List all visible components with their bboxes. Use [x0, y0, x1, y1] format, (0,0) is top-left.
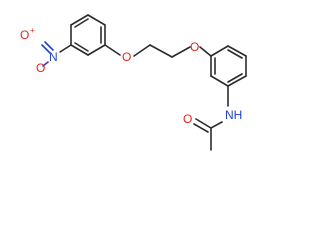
nitro-negative-charge: - — [46, 58, 49, 67]
right-benzene-ring — [210, 45, 247, 87]
ether-oxygen-left-label: O — [122, 50, 131, 64]
ether-oxygen-right-label: O — [190, 40, 199, 54]
nitro-oxygen-left-label: O — [36, 61, 45, 75]
nitro-positive-charge: + — [30, 26, 35, 35]
molecule-svg: O + N O - O O NH O — [20, 14, 247, 151]
nitro-group — [41, 41, 72, 67]
ether-linker — [104, 44, 212, 58]
acetamide-group — [193, 85, 229, 151]
structure-diagram: O + N O - O O NH O — [20, 14, 247, 151]
nitro-nitrogen-label: N — [49, 50, 58, 64]
carbonyl-oxygen-label: O — [183, 112, 192, 126]
left-benzene-ring — [70, 14, 106, 56]
nitro-oxygen-top-label: O — [20, 28, 29, 42]
amide-nitrogen-label: NH — [225, 108, 242, 122]
